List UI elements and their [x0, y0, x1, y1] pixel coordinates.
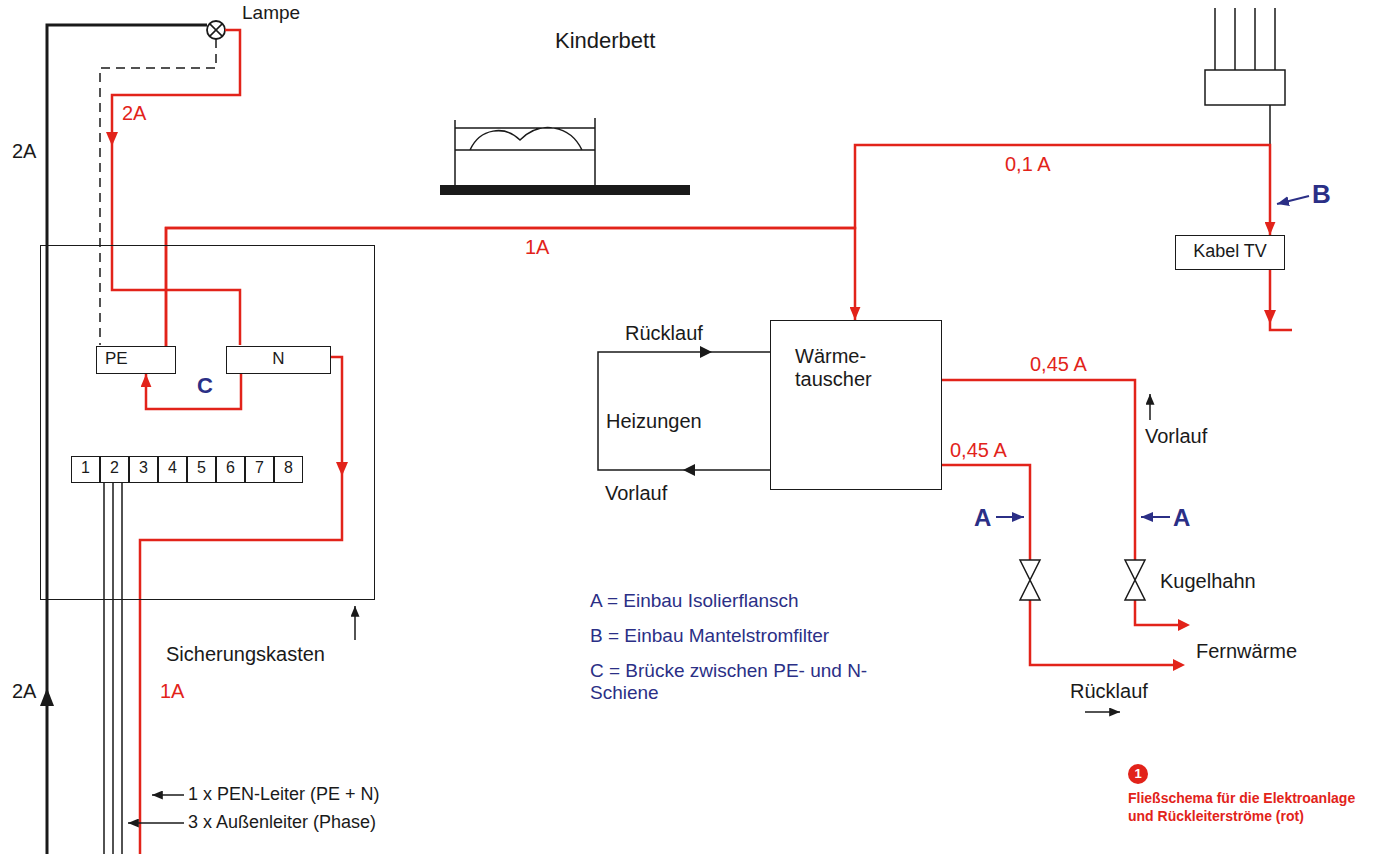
busbar: PE: [96, 346, 176, 374]
annotation-label: 0,45 A: [1030, 353, 1087, 376]
node-text: 6: [226, 459, 235, 477]
annotation-label: A = Einbau Isolierflansch: [590, 590, 799, 612]
pointer-arrow: [1141, 516, 1170, 518]
pointer-arrow: [1277, 196, 1309, 204]
current-path: [146, 374, 241, 409]
box-heading: Sicherungskasten: [166, 643, 325, 666]
distribution-box: [1205, 70, 1285, 105]
lamp-cross: [210, 24, 223, 37]
annotation-label: Fernwärme: [1196, 640, 1297, 663]
annotation-label: Vorlauf: [605, 482, 667, 505]
node-text: Wärme- tauscher: [795, 345, 915, 391]
floor-bar: [440, 185, 690, 195]
terminal: 1: [71, 456, 100, 483]
node-text: 3: [139, 459, 148, 477]
figure-caption: Fließschema für die Elektroanlage und Rü…: [1128, 790, 1370, 825]
callout-number: 1: [1128, 764, 1148, 784]
supply-cable: [104, 480, 122, 854]
terminal: 6: [216, 456, 245, 483]
phase-wire: [47, 25, 207, 854]
current-arrow: [106, 132, 118, 146]
annotation-label: Kinderbett: [555, 28, 655, 53]
annotation-label: 2A: [122, 102, 146, 125]
pointer-arrow: [354, 606, 356, 640]
pointer-arrow: [152, 794, 184, 796]
current-label: 0,1 A: [1005, 153, 1051, 175]
terminal: 8: [274, 456, 303, 483]
ball-valve-symbol: [1020, 560, 1040, 600]
annotation-label: 2A: [12, 680, 36, 703]
current-arrow: [1173, 659, 1185, 671]
annotation-label: Rücklauf: [625, 322, 703, 345]
annotation-label: Lampe: [242, 2, 300, 24]
annotation-label: 1 x PEN-Leiter (PE + N): [188, 784, 380, 805]
annotation-label: Rücklauf: [1070, 680, 1148, 703]
neutral-wire: [112, 30, 240, 345]
pointer-arrow: [996, 516, 1024, 518]
annotation-label: 0,45 A: [950, 439, 1007, 462]
annotation-label: A: [1173, 504, 1190, 532]
node-text: 7: [255, 459, 264, 477]
annotation-label: Vorlauf: [1145, 425, 1207, 448]
current-arrow: [1178, 619, 1190, 631]
lamp-symbol: [207, 21, 225, 39]
ball-valve-symbol: [1125, 560, 1145, 600]
pen-return-wire: [140, 357, 342, 854]
fuse-box: SicherungskastenPEN12345678: [40, 245, 375, 600]
annotation-label: 2A: [12, 140, 36, 163]
bed-drawing: [455, 118, 595, 185]
terminal: 4: [158, 456, 187, 483]
busbar: N: [226, 346, 331, 374]
flow-arrow: [683, 464, 695, 476]
annotation-label: Kugelhahn: [1160, 570, 1256, 593]
annotation-label: Heizungen: [606, 410, 702, 433]
flow-arrow: [1085, 711, 1120, 713]
node-text: 4: [168, 459, 177, 477]
node-text: 8: [284, 459, 293, 477]
terminal: 2: [100, 456, 129, 483]
annotation-label: 1A: [160, 680, 184, 703]
annotation-label: C = Brücke zwischen PE- und N-Schiene: [590, 660, 890, 704]
current-label: C: [197, 374, 213, 398]
current-arrow: [1264, 310, 1276, 324]
annotation-label: B: [1312, 180, 1331, 210]
node-text: PE: [105, 349, 128, 369]
annotation-label: 3 x Außenleiter (Phase): [188, 812, 376, 833]
terminal: 7: [245, 456, 274, 483]
terminal: 3: [129, 456, 158, 483]
shield-current-wire: [1270, 267, 1292, 330]
current-label: 1A: [525, 236, 549, 258]
node-text: 5: [197, 459, 206, 477]
pe-wire: [100, 39, 216, 345]
node-text: Kabel TV: [1193, 241, 1267, 262]
district-heating-pipe: [940, 380, 1183, 665]
heating-pipe: [598, 352, 770, 470]
antenna-cable: [1215, 8, 1275, 145]
annotation-label: A: [974, 504, 991, 532]
device-box: Kabel TV: [1175, 235, 1285, 270]
annotation-label: B = Einbau Mantelstromfilter: [590, 625, 829, 647]
node-text: N: [272, 349, 284, 369]
node-text: 2: [110, 459, 119, 477]
flow-arrow: [1149, 394, 1151, 420]
current-arrow: [336, 462, 348, 476]
flow-arrow: [700, 346, 712, 358]
node-text: 1: [81, 459, 90, 477]
heat-exchanger-box: Wärme- tauscher: [770, 320, 942, 490]
pointer-arrow: [128, 822, 184, 824]
terminal: 5: [187, 456, 216, 483]
current-arrow: [40, 688, 54, 706]
